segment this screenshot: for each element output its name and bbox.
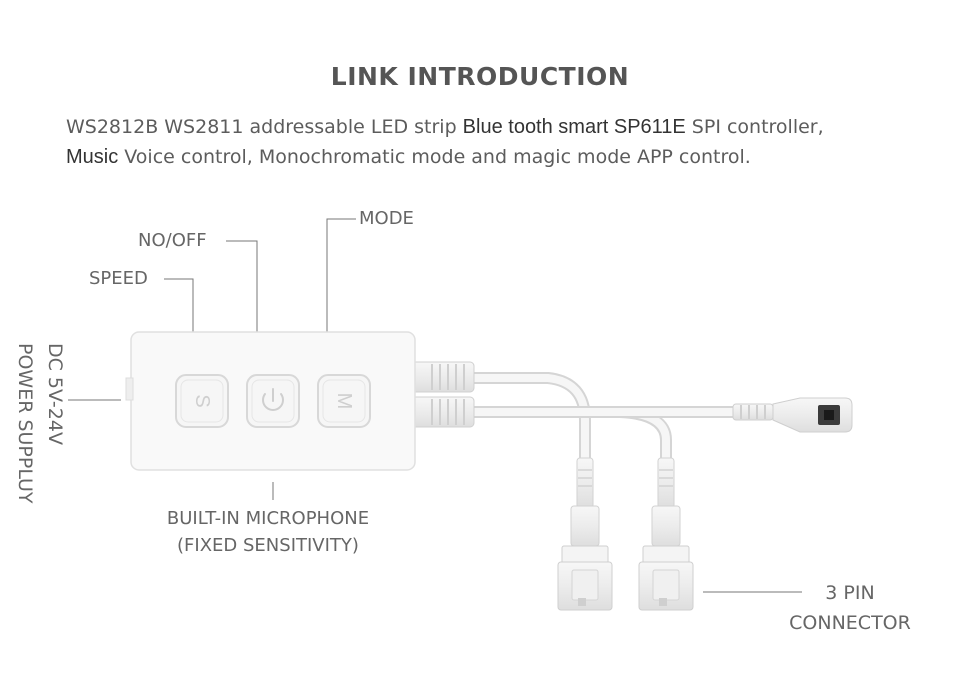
intro-segment-highlight: Music	[66, 146, 119, 168]
mode-button-glyph: M	[333, 393, 355, 410]
label-power-line-2: POWER SUPPLUY	[14, 343, 36, 504]
label-microphone: BUILT-IN MICROPHONE (FIXED SENSITIVITY)	[143, 508, 393, 556]
label-microphone-line-2: (FIXED SENSITIVITY)	[177, 535, 359, 556]
intro-line-2: Music Voice control, Monochromatic mode …	[66, 142, 936, 172]
power-button	[246, 374, 300, 428]
intro-segment: Voice control, Monochromatic mode and ma…	[118, 146, 751, 168]
intro-text: WS2812B WS2811 addressable LED strip Blu…	[66, 112, 936, 172]
page-title: LINK INTRODUCTION	[330, 62, 630, 91]
strain-reliefs	[411, 361, 475, 428]
label-microphone-line-1: BUILT-IN MICROPHONE	[166, 508, 370, 529]
output-plug	[732, 397, 853, 433]
leader-mode	[326, 218, 356, 378]
speed-button: S	[175, 374, 229, 428]
label-speed: SPEED	[89, 268, 148, 289]
intro-segment-highlight: Blue tooth smart SP611E	[462, 116, 686, 138]
connector-2	[638, 457, 694, 611]
power-icon	[262, 388, 284, 411]
intro-line-1: WS2812B WS2811 addressable LED strip Blu…	[66, 112, 936, 142]
label-connector: 3 PIN CONNECTOR	[770, 578, 930, 638]
label-connector-line-1: 3 PIN	[825, 582, 875, 604]
mode-button: M	[317, 374, 371, 428]
connector-1	[557, 457, 613, 611]
cables	[464, 372, 741, 511]
label-power-line-1: DC 5V-24V	[44, 343, 66, 445]
label-mode: MODE	[359, 208, 414, 229]
label-power-supply: DC 5V-24V POWER SUPPLUY	[10, 343, 70, 503]
label-connector-line-2: CONNECTOR	[789, 612, 911, 634]
speed-button-glyph: S	[191, 394, 213, 407]
intro-segment: SPI controller,	[685, 116, 824, 138]
label-onoff: NO/OFF	[138, 230, 207, 251]
intro-segment: WS2812B WS2811 addressable LED strip	[66, 116, 463, 138]
